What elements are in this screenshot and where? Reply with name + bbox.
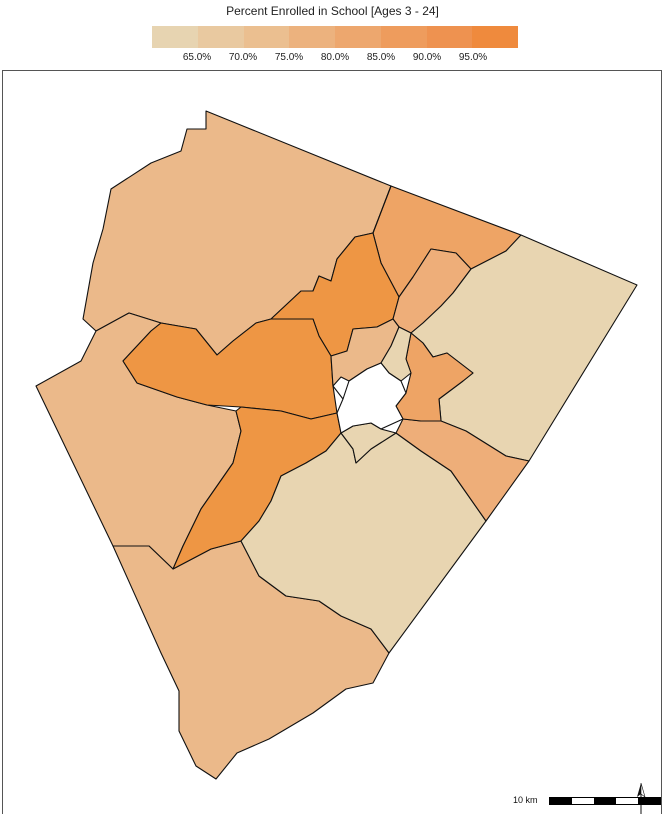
- inner-boundary-line: [372, 185, 392, 234]
- map-region-city-center[interactable]: [336, 362, 407, 434]
- scale-segment: [594, 798, 616, 804]
- map-frame: [2, 70, 662, 814]
- legend-tick-label: 85.0%: [366, 52, 396, 63]
- scale-label: 10 km: [513, 795, 538, 805]
- legend-color-bar: [152, 26, 518, 48]
- legend-tick-label: 70.0%: [228, 52, 258, 63]
- legend-tick-label: 95.0%: [458, 52, 488, 63]
- inner-boundary-line: [332, 385, 344, 400]
- legend-tick-label: 65.0%: [182, 52, 212, 63]
- legend-tick-label: 80.0%: [320, 52, 350, 63]
- scale-segments: [549, 797, 661, 805]
- scale-segment: [616, 798, 638, 804]
- legend-swatch: [152, 26, 198, 48]
- legend-tick-labels: 65.0% 70.0% 75.0% 80.0% 85.0% 90.0% 95.0…: [152, 52, 518, 66]
- legend-title: Percent Enrolled in School [Ages 3 - 24]: [226, 4, 439, 18]
- choropleth-map: [35, 110, 638, 780]
- legend-tick-label: 90.0%: [412, 52, 442, 63]
- legend-swatch: [289, 26, 335, 48]
- legend-swatch: [335, 26, 381, 48]
- legend-swatch: [472, 26, 518, 48]
- legend-tick-label: 75.0%: [274, 52, 304, 63]
- scale-segment: [572, 798, 594, 804]
- map-region-central-west[interactable]: [122, 318, 338, 420]
- legend-swatch: [380, 26, 427, 48]
- legend-swatch: [243, 26, 290, 48]
- scale-segment: [638, 798, 660, 804]
- legend-swatch: [426, 26, 473, 48]
- map-region-inner-east[interactable]: [395, 332, 474, 422]
- scale-segment: [550, 798, 572, 804]
- legend-swatch: [197, 26, 244, 48]
